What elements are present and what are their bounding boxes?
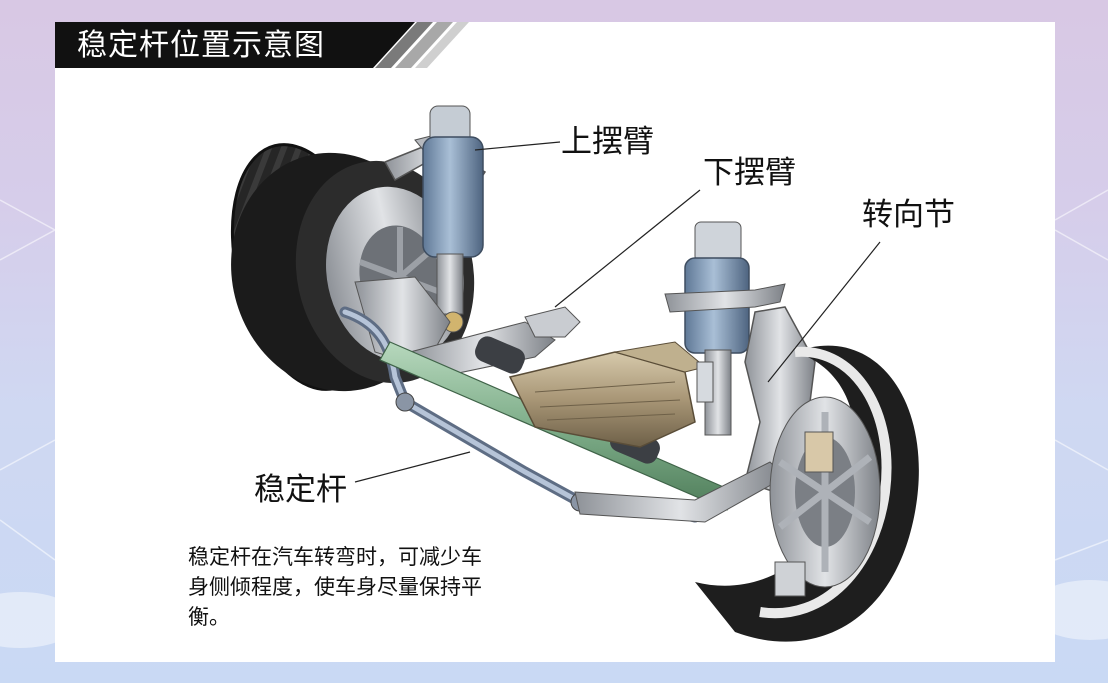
leader-lines (354, 141, 881, 483)
page-title: 稳定杆位置示意图 (77, 28, 325, 63)
suspension-illustration (230, 105, 919, 642)
label-stabilizer: 稳定杆 (254, 472, 347, 508)
label-upper-arm: 上摆臂 (561, 124, 654, 160)
label-lower-arm: 下摆臂 (703, 155, 796, 191)
right-shock-absorber (684, 221, 750, 436)
title-bar: 稳定杆位置示意图 (55, 22, 485, 68)
right-upper-arm (664, 283, 786, 313)
left-shock-absorber (422, 105, 484, 333)
gearbox (508, 341, 707, 448)
description-text: 稳定杆在汽车转弯时，可减少车身侧倾程度，使车身尽量保持平衡。 (188, 545, 482, 629)
right-wheel (695, 345, 919, 642)
title-bar-shape (55, 22, 469, 68)
label-knuckle: 转向节 (862, 197, 955, 233)
